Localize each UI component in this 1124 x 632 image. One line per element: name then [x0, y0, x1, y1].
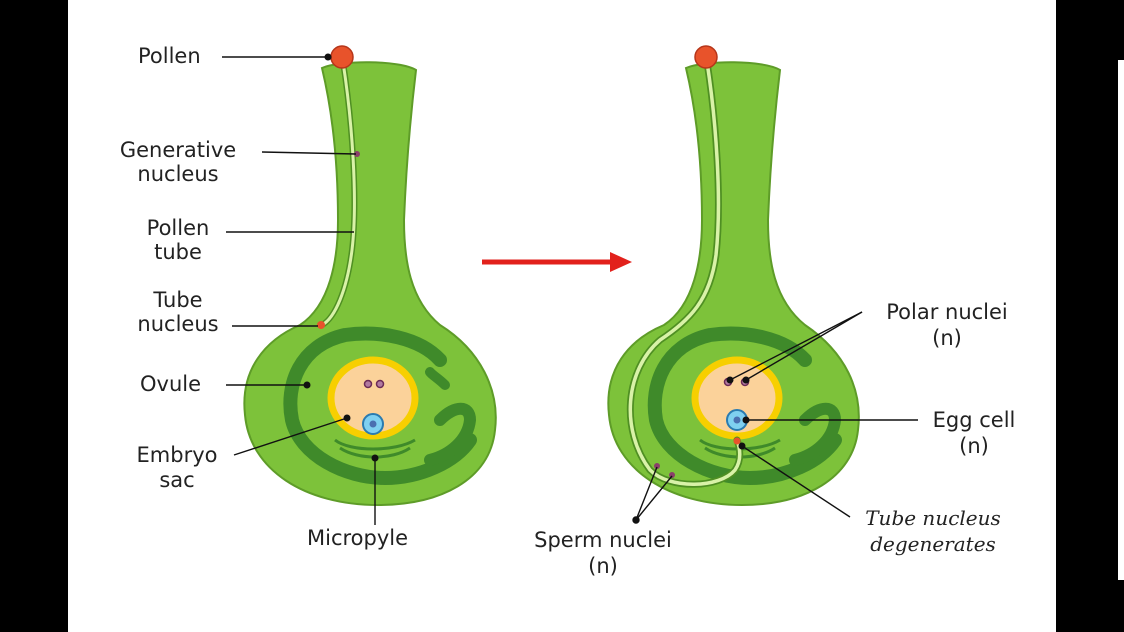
edge-strip: [1118, 60, 1124, 580]
label-pollen: Pollen: [138, 44, 201, 68]
left-tube-nucleus: [317, 321, 325, 329]
label-tube-degenerates-line1: Tube nucleus: [865, 506, 1001, 530]
label-polar-nuclei-line1: Polar nuclei: [886, 300, 1008, 324]
label-embryo-sac-line2: sac: [159, 468, 195, 492]
left-outer-integument: [283, 326, 477, 486]
right-embryo-sac: [691, 356, 783, 440]
right-outer-integument: [647, 326, 842, 486]
pointer-sperm-origin: [632, 516, 640, 524]
right-egg-nucleus: [733, 416, 741, 424]
left-inner-integument: [425, 367, 450, 390]
pointer-sperm-2: [635, 475, 673, 521]
right-degenerated-tube-nucleus: [733, 437, 741, 445]
pointer-generative: [261, 151, 357, 155]
pointer-polar-2: [742, 311, 863, 384]
right-pointers: [632, 311, 918, 524]
left-pointers: [222, 53, 379, 525]
right-pistil: [607, 45, 860, 507]
left-inner-integument-right: [424, 402, 477, 466]
right-pistil-body: [607, 61, 860, 507]
label-tube-nucleus-line1: Tube: [153, 288, 203, 312]
label-tube-nucleus-line2: nucleus: [137, 312, 219, 336]
label-pollen-tube-line2: tube: [154, 240, 202, 264]
page-background: [68, 0, 1056, 632]
label-embryo-sac-line1: Embryo: [136, 443, 218, 467]
label-ovule: Ovule: [140, 372, 202, 396]
left-pistil-body: [243, 61, 497, 507]
label-egg-cell-line2: (n): [959, 434, 989, 458]
pointer-tube-degenerates: [738, 442, 851, 518]
left-polar-nucleus-2: [375, 379, 385, 389]
label-egg-cell-line1: Egg cell: [932, 408, 1016, 432]
left-embryo-sac: [327, 356, 419, 440]
pointer-embryo-sac: [233, 414, 351, 456]
label-generative-line2: nucleus: [137, 162, 219, 186]
label-generative-line1: Generative: [119, 138, 237, 162]
label-sperm-nuclei-line2: (n): [588, 554, 618, 578]
label-polar-nuclei-line2: (n): [932, 326, 962, 350]
left-pollen-grain: [330, 45, 354, 69]
label-sperm-nuclei-line1: Sperm nuclei: [534, 528, 672, 552]
label-micropyle: Micropyle: [307, 526, 409, 550]
label-pollen-tube-line1: Pollen: [146, 216, 210, 240]
transition-arrow: [482, 252, 632, 272]
left-polar-nucleus-1: [363, 379, 373, 389]
pointer-polar-1: [726, 311, 863, 384]
right-pollen-grain: [694, 45, 718, 69]
left-pistil: [243, 45, 497, 507]
label-tube-degenerates-line2: degenerates: [870, 532, 996, 556]
right-sperm-nucleus-1: [654, 463, 660, 469]
pointer-sperm-1: [635, 466, 658, 521]
right-sperm-nucleus-2: [669, 472, 675, 478]
left-generative-nucleus: [354, 151, 360, 157]
left-egg-nucleus: [369, 420, 377, 428]
